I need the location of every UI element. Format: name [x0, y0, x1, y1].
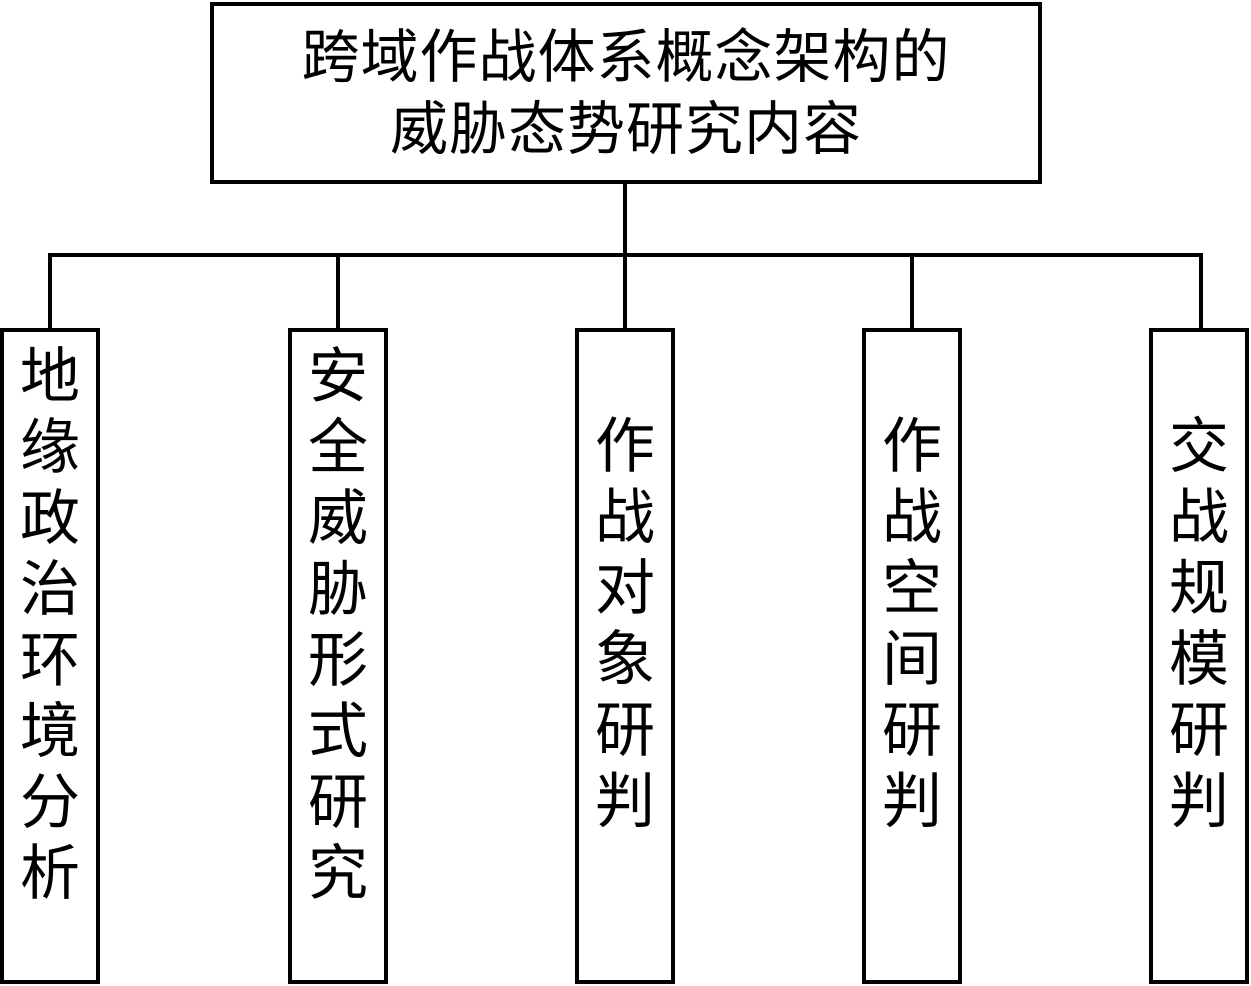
child-node-combat-target: 作战对象研判 — [575, 328, 675, 984]
root-connector — [623, 184, 627, 257]
label-char: 析 — [20, 839, 80, 909]
label-char: 作 — [595, 412, 655, 482]
label-char: 形 — [308, 626, 368, 696]
child-connector-4 — [910, 253, 914, 330]
label-char: 研 — [595, 696, 655, 766]
label-char: 安 — [308, 342, 368, 412]
label-char: 战 — [882, 483, 942, 553]
label-char: 作 — [882, 412, 942, 482]
label-char: 政 — [20, 484, 80, 554]
child-node-engagement-scale: 交战规模研判 — [1149, 328, 1249, 984]
label-char: 间 — [882, 625, 942, 695]
child-connector-3 — [623, 253, 627, 330]
child-label: 安全威胁形式研究 — [308, 342, 368, 910]
root-node: 跨域作战体系概念架构的 威胁态势研究内容 — [210, 2, 1042, 184]
label-char: 境 — [20, 697, 80, 767]
label-char: 判 — [882, 767, 942, 837]
label-char: 治 — [20, 555, 80, 625]
label-char: 象 — [595, 625, 655, 695]
root-title-line-2: 威胁态势研究内容 — [389, 95, 862, 163]
label-char: 式 — [308, 697, 368, 767]
label-char: 研 — [308, 768, 368, 838]
label-char: 对 — [595, 554, 655, 624]
label-char: 胁 — [308, 555, 368, 625]
label-char: 全 — [308, 413, 368, 483]
label-char: 环 — [20, 626, 80, 696]
label-char: 战 — [595, 483, 655, 553]
label-char: 模 — [1169, 625, 1229, 695]
label-char: 研 — [882, 696, 942, 766]
child-node-security-threat: 安全威胁形式研究 — [288, 328, 388, 984]
label-char: 交 — [1169, 412, 1229, 482]
child-node-geopolitical: 地缘政治环境分析 — [0, 328, 100, 984]
label-char: 研 — [1169, 696, 1229, 766]
label-char: 战 — [1169, 483, 1229, 553]
label-char: 判 — [595, 767, 655, 837]
label-char: 威 — [308, 484, 368, 554]
child-label: 作战对象研判 — [595, 412, 655, 838]
label-char: 规 — [1169, 554, 1229, 624]
child-connector-5 — [1199, 253, 1203, 330]
child-node-combat-space: 作战空间研判 — [862, 328, 962, 984]
label-char: 空 — [882, 554, 942, 624]
root-title-line-1: 跨域作战体系概念架构的 — [301, 23, 951, 91]
child-connector-1 — [48, 253, 52, 330]
child-label: 地缘政治环境分析 — [20, 342, 80, 910]
child-label: 作战空间研判 — [882, 412, 942, 838]
label-char: 分 — [20, 768, 80, 838]
child-connector-2 — [336, 253, 340, 330]
label-char: 缘 — [20, 413, 80, 483]
label-char: 地 — [20, 342, 80, 412]
label-char: 究 — [308, 839, 368, 909]
label-char: 判 — [1169, 767, 1229, 837]
child-label: 交战规模研判 — [1169, 412, 1229, 838]
